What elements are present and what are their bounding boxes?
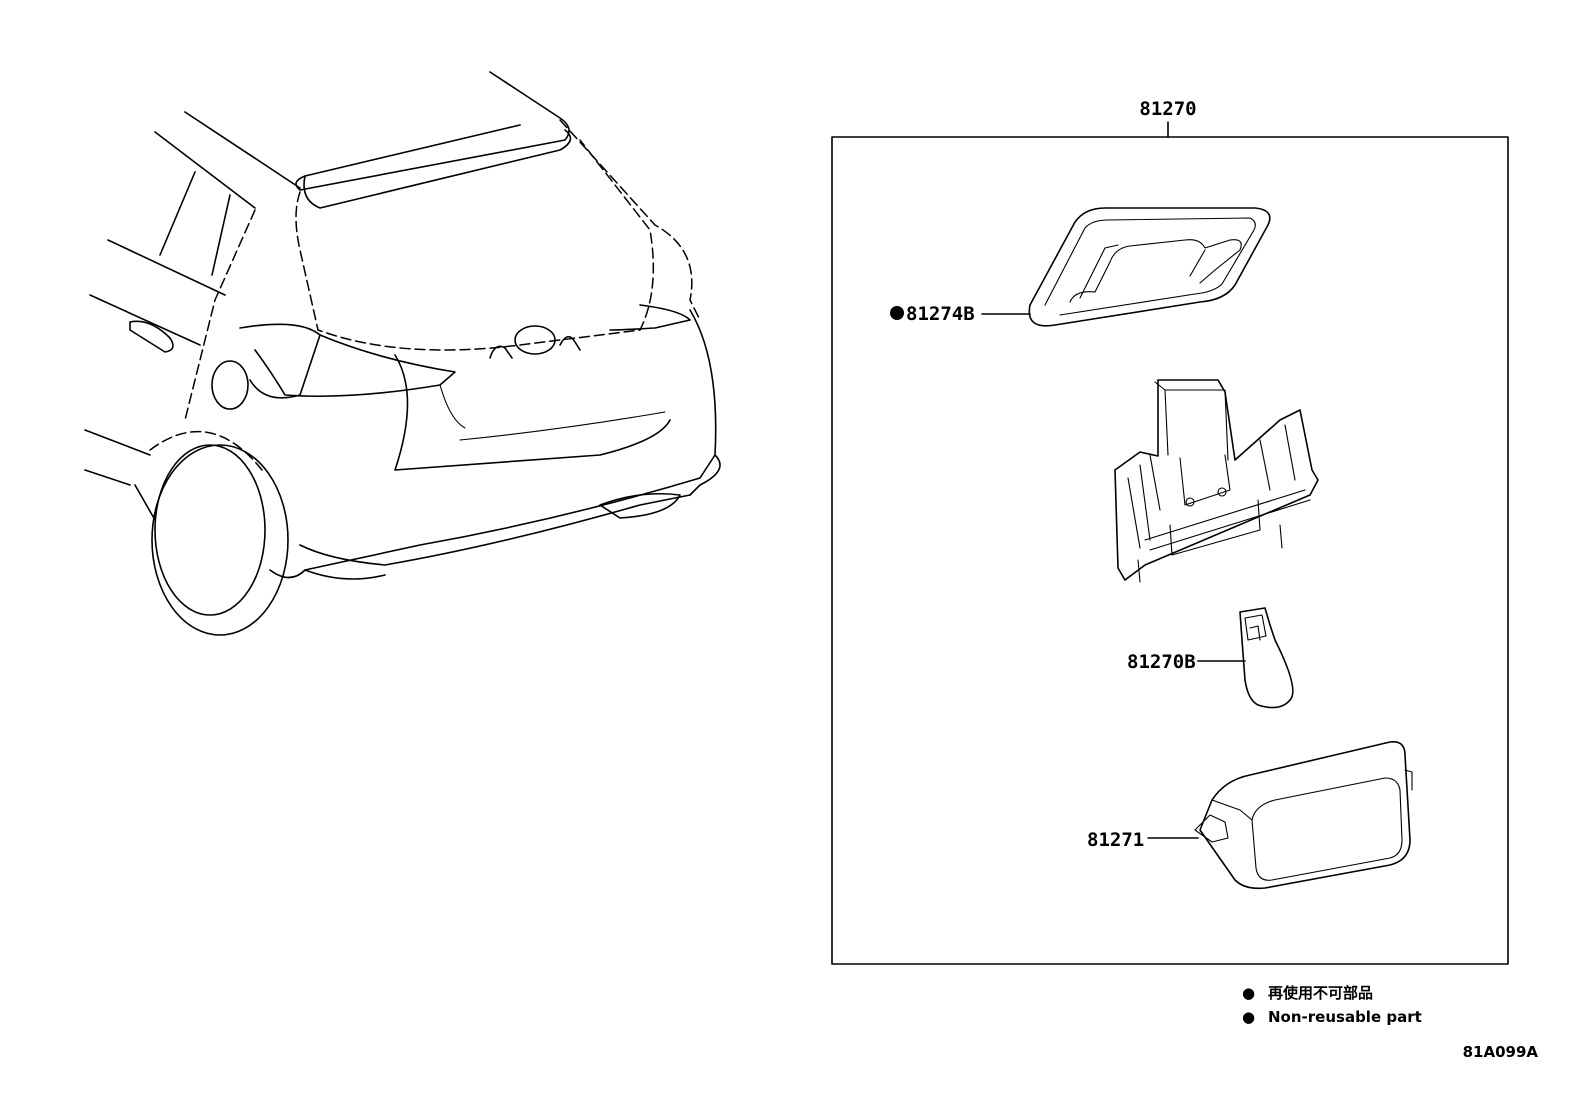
non-reusable-marker-icon [890,306,904,320]
legend-text-english: Non-reusable part [1268,1008,1422,1026]
assembly-box [831,136,1509,965]
legend-item-english: ● Non-reusable part [1242,1008,1422,1026]
assembly-part-number: 81270 [1139,98,1196,120]
socket-housing-part [1114,379,1319,583]
gasket-part [1028,207,1271,327]
legend-marker-icon: ● [1242,984,1255,1002]
legend: ● 再使用不可部品 ● Non-reusable part [1242,984,1422,1026]
figure-code: 81A099A [1463,1043,1539,1061]
bulb-part [1239,607,1294,709]
part-number-81270b: 81270B [1127,651,1196,673]
bulb-callout: 81270B [1127,651,1246,673]
legend-text-japanese: 再使用不可部品 [1268,984,1373,1002]
lens-part [1194,740,1413,890]
legend-item-japanese: ● 再使用不可部品 [1242,984,1373,1002]
part-number-81274b: 81274B [906,303,975,325]
gasket-callout: 81274B [890,303,1031,325]
vehicle-rear-illustration [84,71,721,636]
lens-callout: 81271 [1087,829,1199,851]
assembly-group: 81270 [831,98,1509,965]
part-number-81271: 81271 [1087,829,1144,851]
legend-marker-icon: ● [1242,1008,1255,1026]
